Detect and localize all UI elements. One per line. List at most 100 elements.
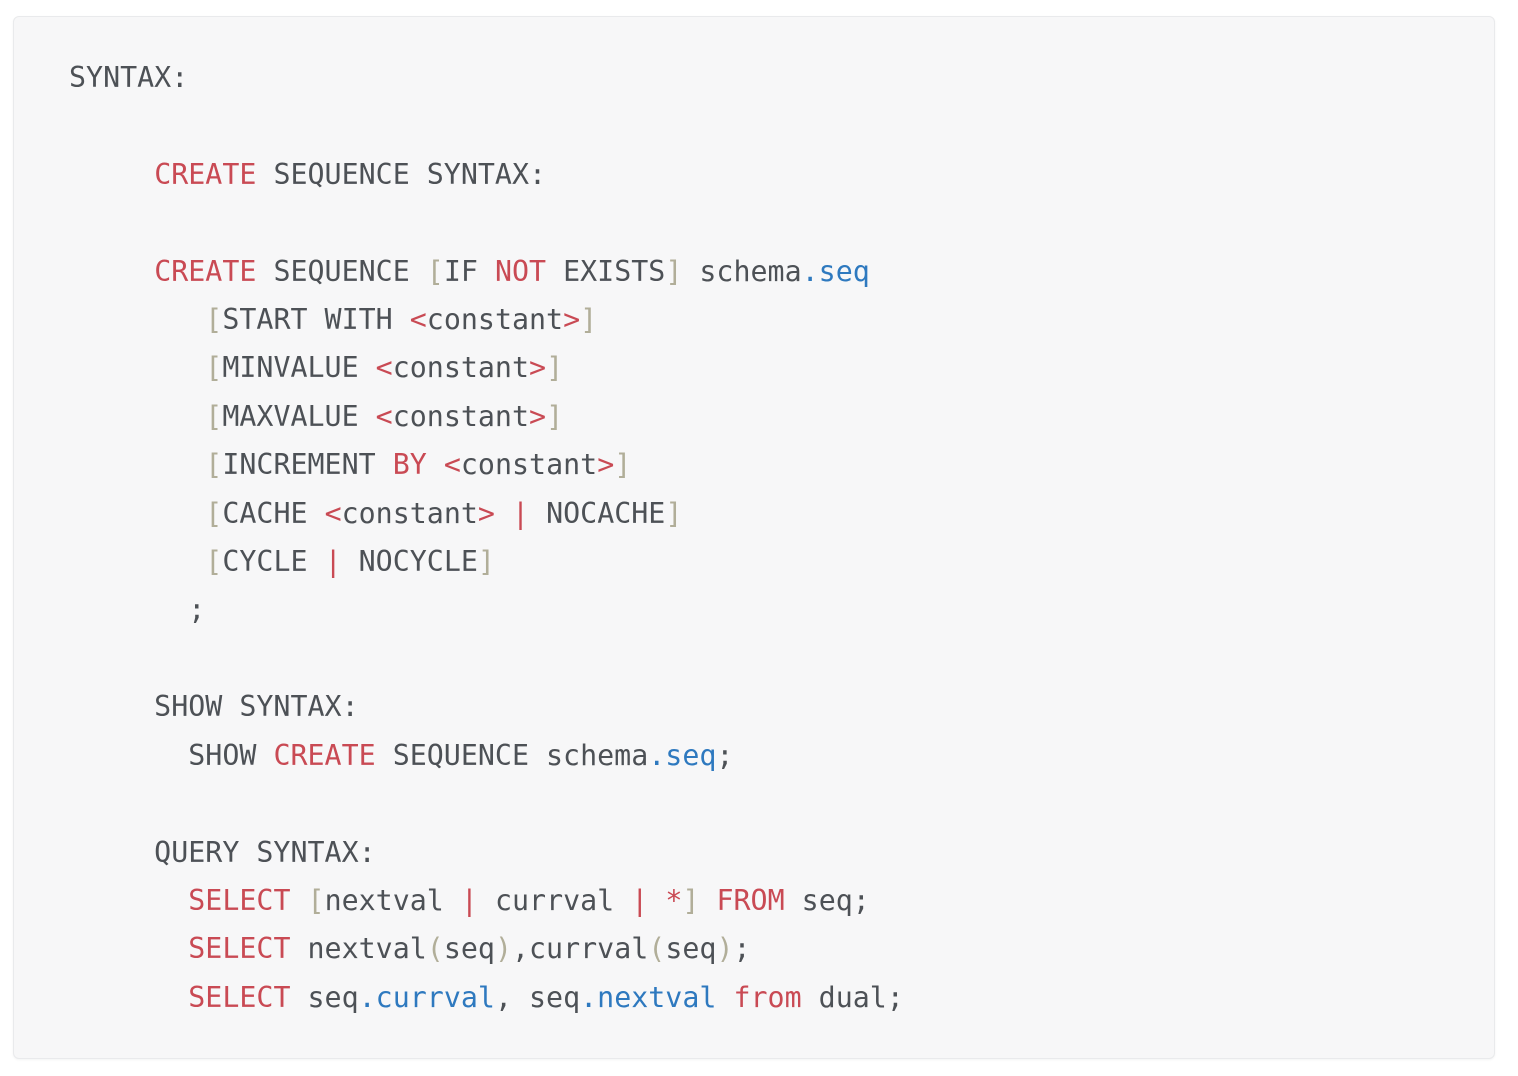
code-token-plain-text: , seq	[494, 980, 581, 1014]
code-line: [MAXVALUE <constant>]	[69, 400, 563, 433]
code-token-keyword-red: CREATE	[154, 254, 257, 288]
code-token-keyword-red: |	[512, 496, 530, 530]
code-token-plain-text	[427, 448, 444, 481]
code-token-plain-text	[69, 884, 188, 917]
code-token-plain-text: currval	[477, 883, 632, 917]
code-token-plain-text	[69, 448, 205, 481]
code-token-plain-text: SYNTAX:	[69, 61, 189, 94]
code-token-bracket-olive: [	[205, 545, 223, 579]
code-token-plain-text: EXISTS	[546, 254, 666, 288]
code-token-keyword-red: <	[324, 496, 342, 530]
code-line: CREATE SEQUENCE SYNTAX:	[69, 158, 546, 191]
code-line: SYNTAX:	[69, 61, 188, 94]
code-token-plain-text	[69, 932, 188, 965]
code-line: SELECT seq.currval, seq.nextval from dua…	[69, 981, 904, 1014]
code-token-plain-text: MINVALUE	[222, 351, 376, 385]
code-token-bracket-olive: )	[494, 932, 512, 966]
code-token-plain-text	[290, 884, 307, 917]
code-token-keyword-red: NOT	[494, 254, 547, 288]
code-token-plain-text: constant	[392, 351, 530, 385]
code-token-plain-text: ;	[716, 738, 734, 772]
code-token-keyword-red: >	[477, 496, 495, 530]
code-token-plain-text: NOCYCLE	[341, 545, 478, 579]
code-token-keyword-red: >	[563, 303, 581, 337]
code-token-plain-text: SEQUENCE SYNTAX:	[256, 157, 547, 191]
code-token-keyword-red: <	[375, 351, 393, 385]
code-token-bracket-olive: [	[426, 254, 444, 288]
code-token-keyword-red: |	[631, 883, 649, 917]
code-token-bracket-olive: [	[205, 448, 223, 482]
code-token-keyword-red: SELECT	[188, 883, 291, 917]
code-token-plain-text	[69, 545, 205, 578]
code-token-plain-text: START WITH	[222, 303, 410, 337]
code-token-keyword-red: |	[460, 883, 478, 917]
code-token-plain-text	[495, 497, 512, 530]
code-token-plain-text: SEQUENCE schema	[375, 738, 649, 772]
code-token-keyword-red: CREATE	[154, 157, 257, 191]
code-token-entity-blue: .seq	[648, 738, 717, 772]
code-token-plain-text: seq	[290, 980, 359, 1014]
code-token-plain-text: IF	[443, 254, 495, 288]
code-token-plain-text	[69, 497, 205, 530]
code-token-bracket-olive: ]	[580, 303, 598, 337]
code-token-bracket-olive: ]	[682, 883, 700, 917]
code-token-plain-text: seq	[665, 932, 717, 966]
code-token-keyword-red: FROM	[716, 883, 785, 917]
code-token-entity-blue: .nextval	[580, 980, 717, 1014]
code-token-keyword-red: SELECT	[188, 932, 291, 966]
code-token-keyword-red: >	[597, 448, 615, 482]
code-token-plain-text	[69, 303, 205, 336]
code-token-keyword-red: |	[324, 545, 342, 579]
code-line: [CACHE <constant> | NOCACHE]	[69, 497, 682, 530]
code-line: ;	[69, 593, 205, 626]
code-token-plain-text: dual;	[801, 980, 904, 1014]
code-token-plain-text: INCREMENT	[222, 448, 393, 482]
code-token-bracket-olive: (	[426, 932, 444, 966]
code-token-bracket-olive: ]	[614, 448, 632, 482]
code-token-keyword-red: BY	[392, 448, 427, 482]
code-line: SHOW SYNTAX:	[69, 690, 358, 723]
code-token-keyword-red: <	[409, 303, 427, 337]
code-token-bracket-olive: [	[205, 496, 223, 530]
code-line: QUERY SYNTAX:	[69, 836, 375, 869]
code-line: CREATE SEQUENCE [IF NOT EXISTS] schema.s…	[69, 255, 870, 288]
code-token-plain-text: nextval	[324, 883, 461, 917]
code-token-keyword-red: CREATE	[273, 738, 376, 772]
code-token-plain-text: CACHE	[222, 496, 325, 530]
code-token-plain-text: NOCACHE	[529, 496, 666, 530]
code-token-plain-text: seq;	[784, 883, 870, 917]
sql-syntax-code: SYNTAX: CREATE SEQUENCE SYNTAX: CREATE S…	[14, 17, 1494, 1058]
code-token-plain-text: constant	[460, 448, 598, 482]
code-line: [INCREMENT BY <constant>]	[69, 448, 631, 481]
code-token-keyword-red: >	[529, 399, 547, 433]
code-token-plain-text: ,currval	[511, 932, 649, 966]
code-token-plain-text	[69, 400, 205, 433]
code-token-bracket-olive: ]	[665, 254, 683, 288]
code-token-keyword-red: <	[375, 399, 393, 433]
code-token-plain-text	[69, 158, 154, 191]
code-line: SELECT nextval(seq),currval(seq);	[69, 932, 750, 966]
code-token-keyword-red: >	[529, 351, 547, 385]
code-token-plain-text	[716, 981, 733, 1014]
code-line: [START WITH <constant>]	[69, 303, 597, 336]
code-token-plain-text: ;	[69, 593, 206, 627]
code-token-plain-text	[69, 981, 188, 1014]
code-line: [CYCLE | NOCYCLE]	[69, 545, 495, 578]
code-token-plain-text: constant	[341, 496, 478, 530]
code-token-bracket-olive: )	[716, 932, 734, 966]
code-token-entity-blue: .currval	[358, 980, 495, 1014]
code-line: [MINVALUE <constant>]	[69, 351, 563, 384]
code-line: SELECT [nextval | currval | *] FROM seq;	[69, 884, 870, 917]
code-token-bracket-olive: ]	[546, 399, 564, 433]
code-token-bracket-olive: ]	[665, 496, 683, 530]
code-token-bracket-olive: [	[205, 351, 223, 385]
code-token-keyword-red: *	[665, 883, 683, 917]
code-token-plain-text	[648, 884, 665, 917]
code-token-plain-text	[699, 884, 716, 917]
code-token-plain-text: SEQUENCE	[256, 254, 427, 288]
code-token-bracket-olive: ]	[477, 545, 495, 579]
code-token-keyword-red: SELECT	[188, 980, 291, 1014]
code-token-plain-text: nextval	[290, 932, 427, 966]
code-token-bracket-olive: [	[205, 303, 223, 337]
